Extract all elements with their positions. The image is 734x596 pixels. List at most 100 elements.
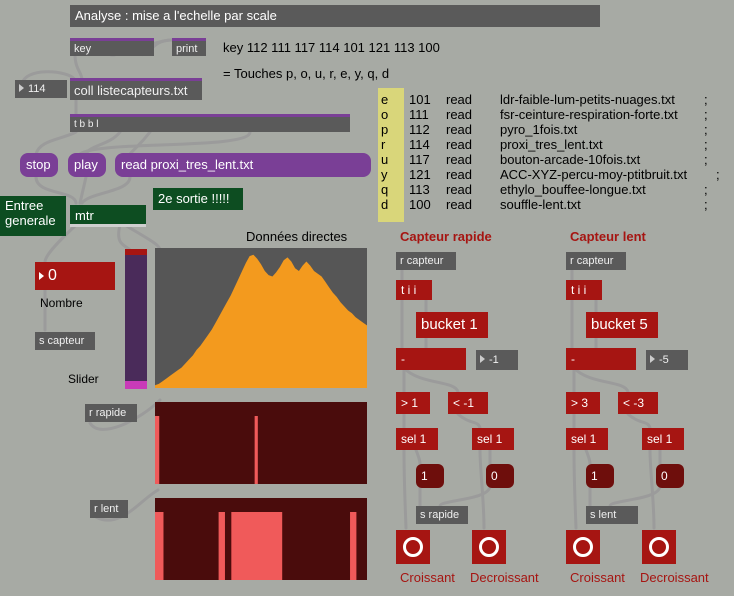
nombre-arrow-icon: [39, 272, 44, 280]
number-box-114[interactable]: 114: [15, 80, 67, 98]
donnees-directes-title: Données directes: [246, 229, 348, 244]
lent-send-object-text: s lent: [590, 509, 617, 521]
read-message[interactable]: read proxi_tres_lent.txt: [115, 153, 371, 177]
coll-entry-terminator: ;: [704, 122, 708, 137]
patch-title-text: Analyse : mise a l'echelle par scale: [75, 8, 277, 23]
coll-entry-number: 101: [409, 92, 431, 107]
timeline-segment: [218, 512, 225, 580]
lent-message-one[interactable]: 1: [586, 464, 614, 488]
send-capteur-label: s capteur: [39, 335, 85, 347]
print-object[interactable]: print: [172, 38, 206, 56]
patch-title: Analyse : mise a l'echelle par scale: [70, 5, 600, 27]
trigger-tbbl-label: t b b l: [74, 119, 99, 130]
rapide-negative-constant[interactable]: -1: [476, 350, 518, 370]
slider[interactable]: [125, 249, 147, 389]
print-label: print: [176, 43, 198, 55]
rapide-select-one-a-text: sel 1: [401, 432, 427, 446]
coll-entry-file: proxi_tres_lent.txt: [500, 137, 603, 152]
rapide-less-than[interactable]: < -1: [448, 392, 488, 414]
coll-entry-terminator: ;: [704, 137, 708, 152]
rapide-bucket-object[interactable]: bucket 1: [416, 312, 488, 338]
rapide-trigger-tii[interactable]: t i i: [396, 280, 432, 300]
lent-negative-constant[interactable]: -5: [646, 350, 688, 370]
nombre-comment: Nombre: [40, 296, 83, 310]
lent-bang-croissant-circle-icon: [573, 537, 593, 557]
lent-send-object[interactable]: s lent: [586, 506, 638, 524]
lent-croissant-label-text: Croissant: [570, 570, 625, 585]
lent-bang-decroissant-circle-icon: [649, 537, 669, 557]
key-letter: d: [381, 197, 389, 212]
lent-greater-than[interactable]: > 3: [566, 392, 600, 414]
lent-select-one-a[interactable]: sel 1: [566, 428, 608, 450]
coll-entry-number: 117: [409, 152, 430, 167]
rapide-greater-than[interactable]: > 1: [396, 392, 430, 414]
lent-bang-decroissant[interactable]: [642, 530, 676, 564]
timeline-segment: [254, 416, 258, 484]
rapide-send-object[interactable]: s rapide: [416, 506, 468, 524]
key-letter: o: [381, 107, 389, 122]
lent-number-arrow-icon: [650, 355, 655, 363]
coll-entry-number: 113: [409, 182, 430, 197]
rapide-bang-croissant[interactable]: [396, 530, 430, 564]
key-object[interactable]: key: [70, 38, 154, 56]
key-letter: p: [381, 122, 389, 137]
coll-entry-number: 111: [409, 107, 429, 122]
coll-entry-terminator: ;: [704, 107, 708, 122]
coll-entry-number: 121: [409, 167, 431, 182]
letters-column: [378, 88, 404, 222]
lent-less-than[interactable]: < -3: [618, 392, 658, 414]
lent-select-one-a-text: sel 1: [571, 432, 597, 446]
entree-generale-comment: Entree generale: [0, 196, 66, 236]
stop-message[interactable]: stop: [20, 153, 58, 177]
lent-trigger-tii[interactable]: t i i: [566, 280, 602, 300]
lent-decroissant-label: Decroissant: [640, 570, 720, 586]
lent-select-one-b[interactable]: sel 1: [642, 428, 684, 450]
lent-bucket-object-text: bucket 5: [591, 316, 648, 333]
coll-label: coll listecapteurs.txt: [74, 83, 188, 98]
coll-object[interactable]: coll listecapteurs.txt: [70, 78, 202, 100]
rapide-select-one-a[interactable]: sel 1: [396, 428, 438, 450]
rapide-negative-constant-text: -1: [489, 354, 499, 366]
lent-message-zero[interactable]: 0: [656, 464, 684, 488]
number-114-value: 114: [28, 83, 46, 95]
rapide-minus-object-text: -: [401, 352, 405, 366]
timeline-background: [155, 402, 367, 484]
key-letter: u: [381, 152, 389, 167]
nombre-numberbox[interactable]: 0: [35, 262, 115, 290]
receive-lent-label: r lent: [94, 503, 119, 515]
rapide-message-zero[interactable]: 0: [486, 464, 514, 488]
second-output-comment: 2e sortie !!!!!: [153, 188, 243, 210]
lent-timeline: [155, 498, 367, 580]
lent-bang-croissant[interactable]: [566, 530, 600, 564]
stop-label: stop: [26, 157, 51, 172]
coll-entry-number: 114: [409, 137, 430, 152]
trigger-tbbl[interactable]: t b b l: [70, 114, 350, 132]
lent-bucket-object[interactable]: bucket 5: [586, 312, 658, 338]
lent-negative-constant-text: -5: [659, 354, 669, 366]
rapide-bang-decroissant[interactable]: [472, 530, 506, 564]
rapide-decroissant-label-text: Decroissant: [470, 570, 539, 585]
send-capteur[interactable]: s capteur: [35, 332, 95, 350]
rapide-less-than-text: < -1: [453, 396, 475, 410]
number-arrow-icon: [19, 84, 24, 92]
rapide-minus-object[interactable]: -: [396, 348, 466, 370]
nombre-value: 0: [48, 267, 57, 284]
lent-croissant-label: Croissant: [570, 570, 640, 586]
rapide-select-one-b[interactable]: sel 1: [472, 428, 514, 450]
rapide-receive-capteur[interactable]: r capteur: [396, 252, 456, 270]
coll-entry-file: souffle-lent.txt: [500, 197, 581, 212]
receive-rapide[interactable]: r rapide: [85, 404, 137, 422]
rapide-section-heading: Capteur rapide: [400, 229, 520, 245]
receive-lent[interactable]: r lent: [90, 500, 128, 518]
coll-entry-terminator: ;: [704, 182, 708, 197]
rapide-message-one[interactable]: 1: [416, 464, 444, 488]
lent-greater-than-text: > 3: [571, 396, 589, 410]
lent-minus-object-text: -: [571, 352, 575, 366]
play-message[interactable]: play: [68, 153, 106, 177]
lent-minus-object[interactable]: -: [566, 348, 636, 370]
coll-entry-file: ethylo_bouffee-longue.txt: [500, 182, 646, 197]
rapide-trigger-tii-text: t i i: [401, 283, 417, 297]
lent-receive-capteur[interactable]: r capteur: [566, 252, 626, 270]
mtr-object[interactable]: mtr: [70, 205, 146, 227]
